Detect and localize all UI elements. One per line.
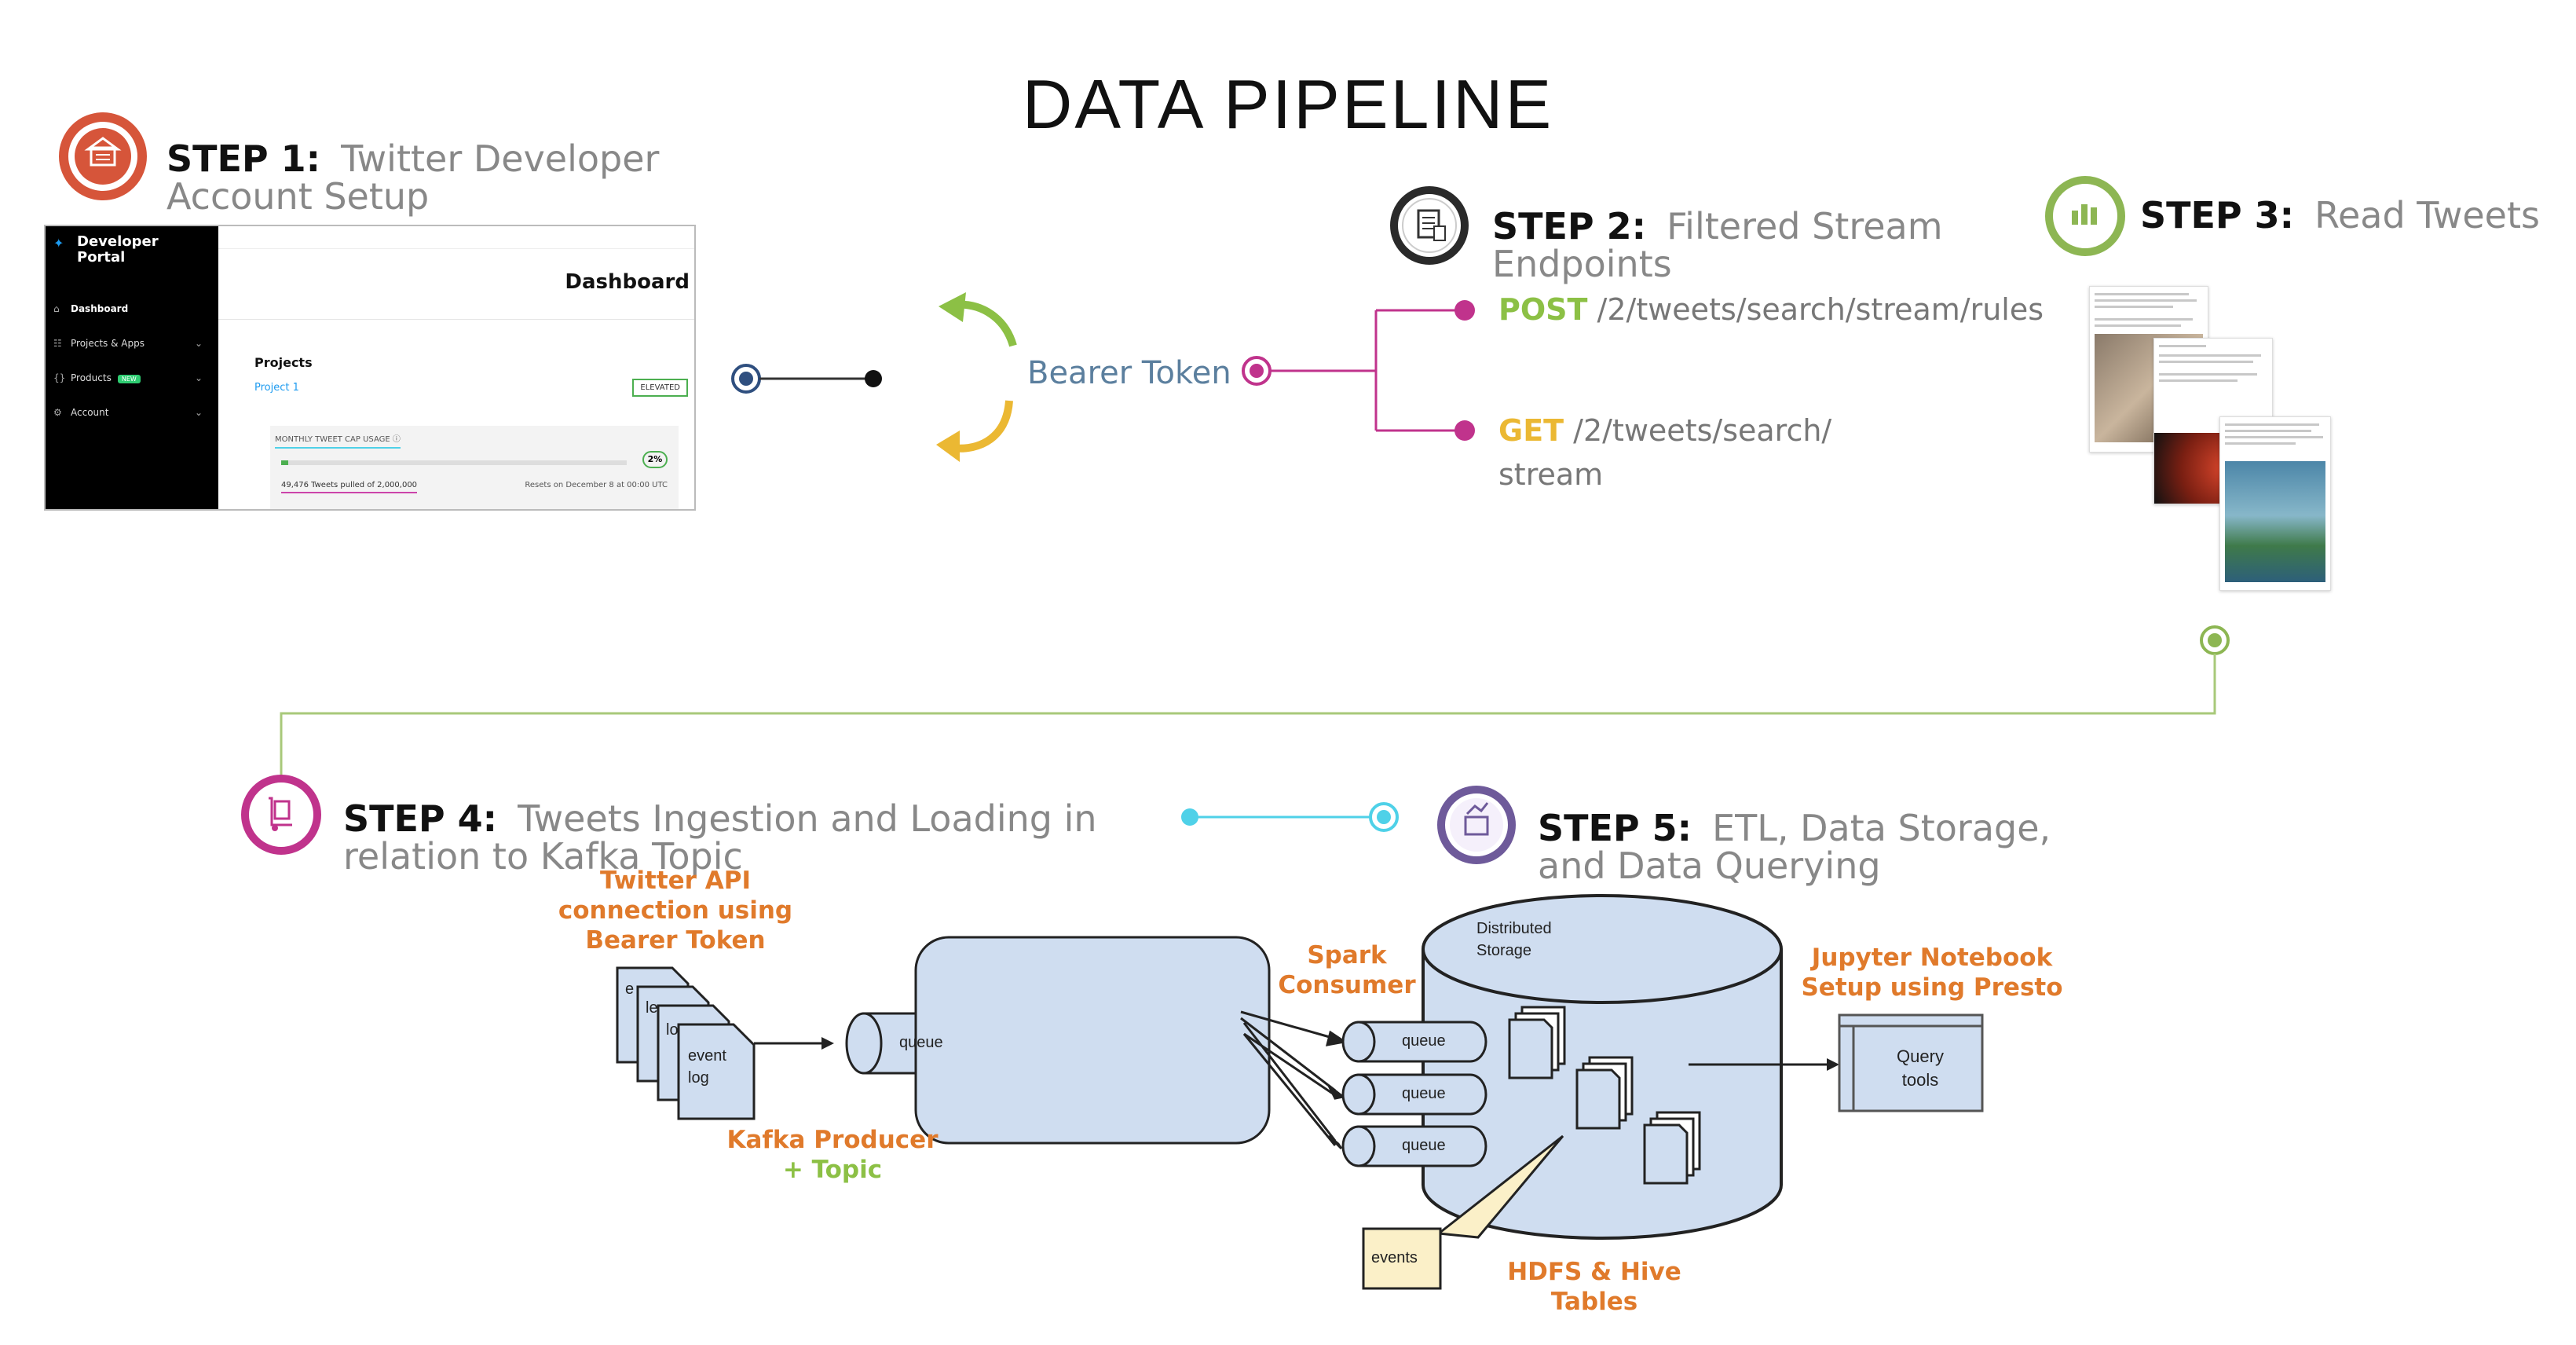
get-endpoint-dot (1454, 420, 1475, 441)
usage-bar (281, 460, 627, 465)
post-method: POST (1498, 292, 1588, 327)
portal-sidebar: ✦ Developer Portal ⌂Dashboard ☷Projects … (46, 226, 218, 509)
step4-number: STEP 4: (343, 797, 498, 840)
step2-badge (1390, 186, 1469, 265)
event-log-partial-2: le (646, 999, 658, 1017)
kafka-producer-label: Kafka Producer + Topic (715, 1125, 950, 1185)
tweet-cap-card: MONTHLY TWEET CAP USAGE ⓘ 2% 49,476 Twee… (270, 426, 679, 509)
distributed-storage-label: Distributed Storage (1476, 920, 1552, 959)
twitter-bird-icon: ✦ (53, 236, 64, 251)
tweet-card (2219, 416, 2331, 591)
step5-text: ETL, Data Storage, and Data Querying (1538, 807, 2051, 887)
bearer-token-label: Bearer Token (1027, 355, 1231, 391)
event-log-partial-1: e (625, 980, 635, 998)
post-endpoint: POST /2/tweets/search/stream/rules (1498, 288, 2064, 332)
twitter-api-label: Twitter API connection using Bearer Toke… (558, 867, 793, 955)
get-method: GET (1498, 413, 1564, 448)
building-icon (84, 137, 122, 167)
step3-number: STEP 3: (2140, 194, 2295, 236)
step5-number: STEP 5: (1538, 807, 1692, 849)
consumer-queue-label-2: queue (1402, 1085, 1446, 1102)
portal-brand: Developer Portal (77, 233, 159, 266)
nav-projects-apps[interactable]: ☷Projects & Apps⌄ (53, 338, 203, 349)
tweet-photo (2225, 461, 2325, 582)
consumer-queue-label-1: queue (1402, 1032, 1446, 1050)
elevated-badge: ELEVATED (632, 379, 688, 397)
new-badge: NEW (117, 375, 141, 383)
portal-divider (218, 319, 694, 320)
step1-text: Twitter Developer Account Setup (166, 137, 660, 218)
step1-number: STEP 1: (166, 137, 321, 180)
page-title: DATA PIPELINE (1022, 65, 1554, 143)
chevron-down-icon: ⌄ (194, 338, 203, 349)
step3-step4-route (280, 654, 2216, 778)
project-link[interactable]: Project 1 (254, 382, 299, 394)
document-list-icon (1417, 209, 1446, 241)
step1-label: STEP 1:Twitter Developer Account Setup (166, 140, 716, 215)
chart-building-icon (1464, 802, 1489, 836)
nav-account[interactable]: ⚙Account⌄ (53, 407, 203, 418)
consumer-queue-label-3: queue (1402, 1137, 1446, 1154)
step4-badge (241, 775, 321, 855)
hdfs-hive-label: HDFS & Hive Tables (1507, 1258, 1681, 1316)
kafka-broker-box (914, 936, 1271, 1145)
step3-badge (2045, 176, 2125, 256)
projects-heading: Projects (254, 355, 313, 370)
query-tools-box (1838, 1013, 1984, 1112)
portal-main: Dashboard Projects Project 1 ELEVATED MO… (218, 226, 694, 509)
step3-label: STEP 3: Read Tweets (2140, 196, 2576, 234)
hand-truck-icon (269, 797, 292, 831)
step5-in-connector (1369, 802, 1399, 832)
step1-badge (59, 112, 147, 200)
nav-dashboard[interactable]: ⌂Dashboard (53, 303, 129, 314)
query-tools-label: Query tools (1897, 1046, 1944, 1090)
portal-topbar (218, 226, 694, 249)
get-path: /2/tweets/search/ (1573, 413, 1832, 448)
step3-text: Read Tweets (2314, 194, 2540, 236)
spark-consumer-label: Spark Consumer (1278, 941, 1416, 999)
producer-topic: + Topic (782, 1156, 883, 1184)
usage-percent: 2% (642, 451, 668, 468)
events-callout (1362, 1134, 1564, 1290)
tweets-pulled: 49,476 Tweets pulled of 2,000,000 (281, 481, 418, 493)
step2-label: STEP 2:Filtered Stream Endpoints (1492, 207, 2042, 283)
event-log-stack (616, 966, 756, 1120)
step5-label: STEP 5:ETL, Data Storage, and Data Query… (1538, 809, 2072, 885)
producer-queue-label: queue (899, 1034, 943, 1051)
get-endpoint: GET /2/tweets/search/ stream (1498, 409, 1938, 497)
chevron-down-icon: ⌄ (194, 372, 203, 383)
step2-text: Filtered Stream Endpoints (1492, 205, 1943, 285)
step2-number: STEP 2: (1492, 205, 1647, 247)
storage-files (1508, 1006, 1701, 1185)
get-path-continued: stream (1498, 457, 1604, 492)
event-log-label: event log (688, 1047, 726, 1087)
chart-icon (2072, 204, 2097, 225)
bearer-in-dot (865, 370, 882, 387)
cap-reset-note: Resets on December 8 at 00:00 UTC (525, 481, 668, 489)
portal-heading: Dashboard (565, 270, 690, 294)
consumer-queues (1341, 1021, 1487, 1167)
step4-label: STEP 4:Tweets Ingestion and Loading in r… (343, 800, 1191, 875)
jupyter-label: Jupyter Notebook Setup using Presto (1801, 944, 2063, 1002)
tweet-cap-label: MONTHLY TWEET CAP USAGE ⓘ (275, 432, 401, 449)
consumer-arrows (1240, 1010, 1348, 1150)
post-path: /2/tweets/search/stream/rules (1597, 292, 2044, 327)
gear-icon: ⚙ (53, 407, 62, 418)
step4-text: Tweets Ingestion and Loading in relation… (343, 797, 1097, 878)
event-log-partial-3: lo (666, 1021, 679, 1039)
developer-portal-screenshot: ✦ Developer Portal ⌂Dashboard ☷Projects … (44, 225, 696, 511)
refresh-arrows-icon (936, 292, 1017, 462)
events-label: events (1371, 1249, 1418, 1266)
post-endpoint-dot (1454, 300, 1475, 321)
usage-bar-fill (281, 460, 288, 465)
tree-icon: ☷ (53, 338, 62, 349)
step5-badge (1437, 786, 1516, 864)
chevron-down-icon: ⌄ (194, 407, 203, 418)
tweets-collage (2089, 283, 2333, 591)
home-icon: ⌂ (53, 303, 60, 314)
braces-icon: {} (53, 372, 66, 383)
